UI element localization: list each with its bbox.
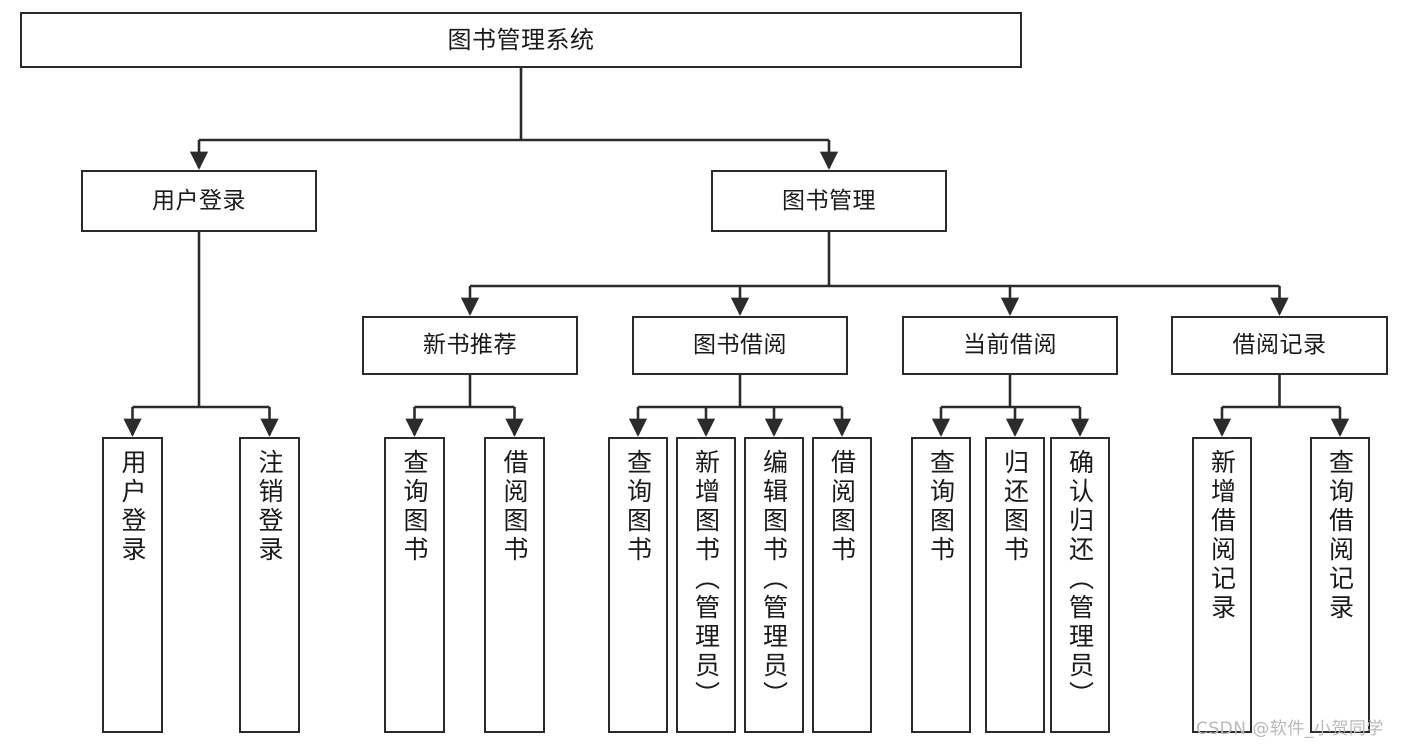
leaf-user-login[interactable]: 用户登录 xyxy=(102,437,163,733)
leaf-current-confirm-return[interactable]: 确认归还（管理员） xyxy=(1050,437,1110,733)
node-new-book-recommend-label: 新书推荐 xyxy=(423,332,517,359)
leaf-borrow-query-book-label: 查询图书 xyxy=(623,449,653,565)
node-borrow-record[interactable]: 借阅记录 xyxy=(1171,316,1388,375)
leaf-borrow-add-book-label: 新增图书（管理员） xyxy=(691,449,721,710)
leaf-current-return-book-label: 归还图书 xyxy=(1000,449,1030,565)
leaf-borrow-add-book[interactable]: 新增图书（管理员） xyxy=(676,437,736,733)
node-book-borrow-label: 图书借阅 xyxy=(693,332,787,359)
leaf-record-query[interactable]: 查询借阅记录 xyxy=(1310,437,1370,733)
leaf-recommend-borrow-book[interactable]: 借阅图书 xyxy=(484,437,545,733)
leaf-recommend-query-book-label: 查询图书 xyxy=(400,449,429,565)
node-book-manage-label: 图书管理 xyxy=(782,187,876,214)
csdn-watermark: CSDN @软件_小贺同学 xyxy=(1196,719,1384,739)
leaf-recommend-query-book[interactable]: 查询图书 xyxy=(384,437,445,733)
leaf-logout-label: 注销登录 xyxy=(255,449,284,565)
node-borrow-record-label: 借阅记录 xyxy=(1232,332,1327,359)
leaf-current-query-book-label: 查询图书 xyxy=(926,449,956,565)
leaf-recommend-borrow-book-label: 借阅图书 xyxy=(500,449,529,565)
leaf-record-query-label: 查询借阅记录 xyxy=(1325,449,1355,623)
leaf-current-query-book[interactable]: 查询图书 xyxy=(911,437,971,733)
edge-group xyxy=(123,68,1350,437)
node-current-borrow[interactable]: 当前借阅 xyxy=(902,316,1118,375)
node-book-borrow[interactable]: 图书借阅 xyxy=(632,316,848,375)
node-user-login-label: 用户登录 xyxy=(152,187,246,214)
node-root-label: 图书管理系统 xyxy=(447,26,595,54)
leaf-logout[interactable]: 注销登录 xyxy=(239,437,300,733)
node-book-manage[interactable]: 图书管理 xyxy=(711,170,947,232)
leaf-current-confirm-return-label: 确认归还（管理员） xyxy=(1065,449,1095,710)
leaf-borrow-edit-book-label: 编辑图书（管理员） xyxy=(759,449,789,710)
leaf-current-return-book[interactable]: 归还图书 xyxy=(985,437,1045,733)
node-root[interactable]: 图书管理系统 xyxy=(20,12,1022,68)
leaf-borrow-query-book[interactable]: 查询图书 xyxy=(608,437,668,733)
node-current-borrow-label: 当前借阅 xyxy=(963,332,1057,359)
leaf-user-login-label: 用户登录 xyxy=(118,449,147,565)
node-user-login[interactable]: 用户登录 xyxy=(81,170,317,232)
leaf-borrow-edit-book[interactable]: 编辑图书（管理员） xyxy=(744,437,804,733)
leaf-borrow-borrow-book[interactable]: 借阅图书 xyxy=(812,437,872,733)
node-new-book-recommend[interactable]: 新书推荐 xyxy=(362,316,578,375)
leaf-record-add-label: 新增借阅记录 xyxy=(1207,449,1237,623)
leaf-borrow-borrow-book-label: 借阅图书 xyxy=(827,449,857,565)
leaf-record-add[interactable]: 新增借阅记录 xyxy=(1192,437,1252,733)
